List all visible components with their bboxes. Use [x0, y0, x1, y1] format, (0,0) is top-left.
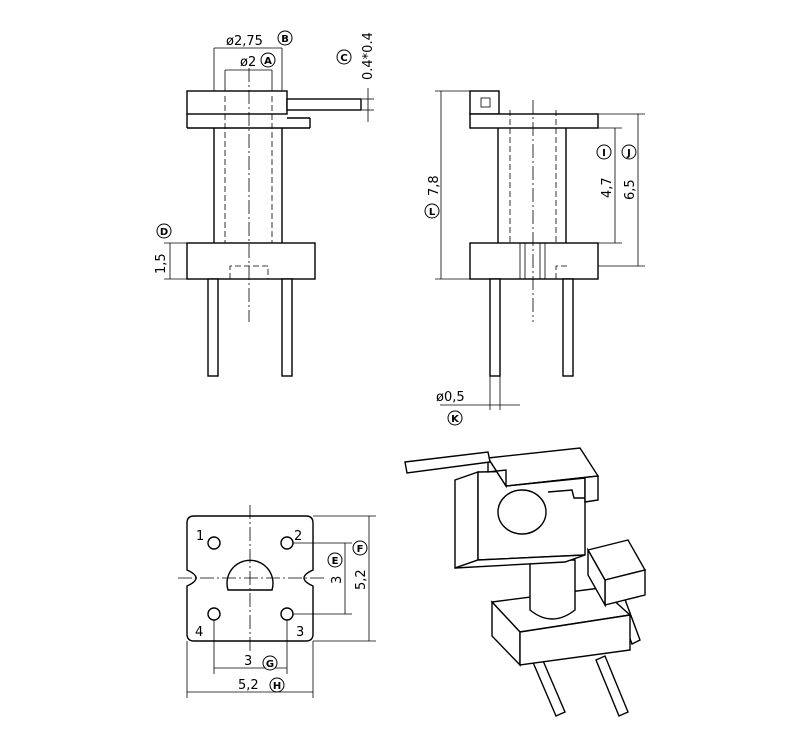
iso-pin-right: [595, 655, 629, 717]
side-pin-left: [489, 278, 501, 377]
label-i: I: [596, 144, 612, 160]
dim-pin-pitch-v: 3: [330, 576, 345, 584]
dim-pin-dia: ø0,5: [436, 390, 465, 405]
svg-text:F: F: [357, 544, 364, 555]
dim-pin-pitch-h: 3: [244, 654, 252, 669]
bottom-view: 1 2 3 4 3 E 5,2 F 3 G 5,2 H: [178, 505, 376, 698]
svg-text:A: A: [264, 56, 272, 67]
side-bottom-flange: [469, 242, 599, 280]
front-pin-right: [281, 278, 293, 377]
label-c: C: [336, 49, 352, 65]
iso-pin-left: [531, 655, 566, 717]
pin-number-3: 3: [296, 625, 304, 640]
label-g: G: [262, 655, 278, 671]
dim-body-width-v: 5,2: [354, 569, 369, 590]
dim-pin-thickness: 0.4*0.4: [361, 32, 376, 80]
side-view: 7,8 L 4,7 I 6,5 J ø0,5 K: [424, 90, 645, 426]
side-pin-right: [562, 278, 574, 377]
pin-hole-1: [207, 536, 221, 550]
svg-text:I: I: [602, 148, 606, 159]
pin-number-1: 1: [196, 529, 204, 544]
dim-dia-2: ø2: [240, 55, 256, 70]
label-a: A: [260, 52, 276, 68]
svg-text:C: C: [340, 53, 347, 64]
label-h: H: [269, 677, 285, 693]
label-b: B: [277, 30, 293, 46]
dim-body-width-h: 5,2: [238, 678, 259, 693]
front-pin-left: [207, 278, 219, 377]
label-k: K: [447, 410, 463, 426]
front-top-pin: [286, 98, 362, 111]
svg-text:G: G: [266, 659, 274, 670]
side-top-flange: [469, 113, 599, 129]
svg-text:J: J: [626, 148, 631, 159]
front-view: ø2,75 ø2 B A 0.4*0.4 C 1,5 D: [154, 30, 376, 377]
svg-text:D: D: [160, 227, 168, 238]
label-f: F: [352, 540, 368, 556]
isometric-view: [404, 447, 647, 717]
iso-core: [529, 559, 576, 620]
dim-winding-height-outer: 6,5: [623, 179, 638, 200]
pin-number-4: 4: [195, 625, 203, 640]
front-bottom-flange: [186, 242, 316, 280]
label-l: L: [424, 203, 440, 219]
dim-winding-height: 4,7: [600, 177, 615, 198]
label-e: E: [327, 552, 343, 568]
svg-text:L: L: [429, 207, 436, 218]
svg-text:H: H: [273, 681, 281, 692]
svg-text:E: E: [332, 556, 339, 567]
dim-flange-height: 1,5: [154, 253, 169, 274]
iso-top-flange-side: [454, 471, 479, 569]
pin-number-2: 2: [294, 529, 302, 544]
label-d: D: [156, 223, 172, 239]
svg-text:K: K: [451, 414, 460, 425]
iso-core-hole: [497, 489, 547, 535]
iso-top-pin: [404, 451, 491, 474]
dim-total-height: 7,8: [427, 175, 442, 196]
label-j: J: [621, 144, 637, 160]
side-top-block: [469, 90, 500, 115]
svg-text:B: B: [281, 34, 289, 45]
dim-dia-275: ø2,75: [226, 34, 263, 49]
